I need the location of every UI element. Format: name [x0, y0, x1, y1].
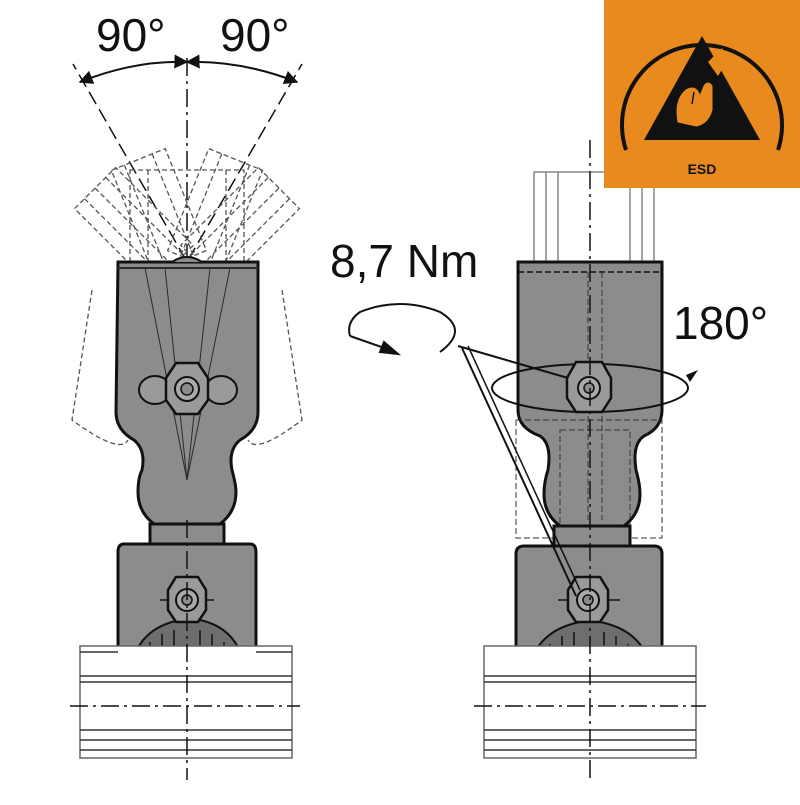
angle-label-left: 90°: [96, 9, 166, 61]
profile-rail: [70, 645, 300, 759]
esd-symbol-icon: [620, 36, 784, 151]
side-nut: [565, 360, 613, 414]
torque-callout: [348, 303, 581, 597]
right-view: [474, 140, 706, 780]
torque-label: 8,7 Nm: [330, 235, 479, 287]
angle-label-right: 90°: [220, 9, 290, 61]
angle-dimension: [72, 54, 303, 261]
side-lower-nut: [558, 575, 620, 624]
pivot-nut: [138, 361, 238, 416]
esd-text: ESD: [687, 161, 717, 177]
esd-warning-badge: ESD: [604, 0, 800, 188]
left-view: [70, 54, 303, 780]
rotation-label: 180°: [673, 297, 769, 349]
ghost-positions: [71, 147, 303, 446]
